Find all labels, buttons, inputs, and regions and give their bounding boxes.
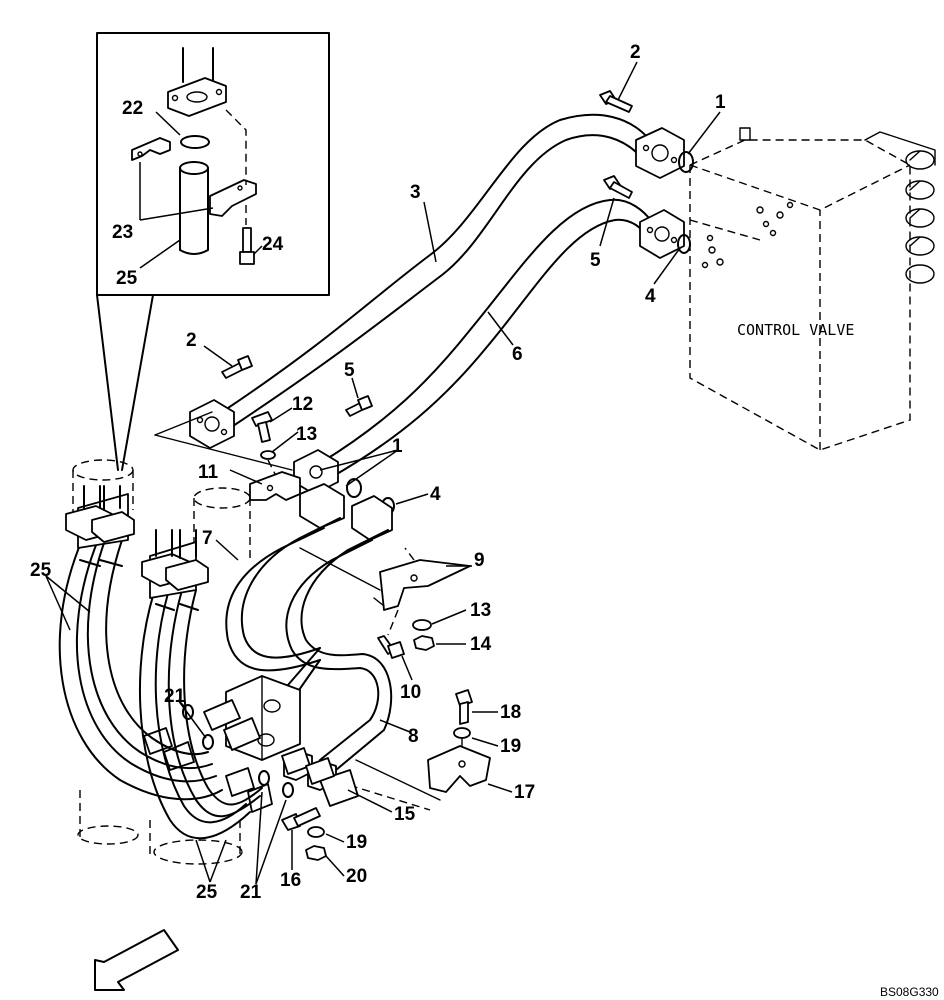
hoses-25 (58, 485, 263, 840)
callout-19: 19 (346, 832, 367, 853)
bolt-12 (251, 411, 276, 460)
callout-10: 10 (400, 682, 421, 703)
callout-1: 1 (715, 92, 726, 113)
flange-lower-pipe6 (293, 395, 373, 495)
callout-19: 19 (500, 736, 521, 757)
callout-5: 5 (344, 360, 355, 381)
callouts: 2 1 3 5 4 6 22 23 24 25 2 12 5 13 1 11 4… (30, 42, 726, 903)
callout-21: 21 (164, 686, 186, 707)
callout-20: 20 (346, 866, 367, 887)
hose-fittings (143, 699, 335, 813)
pump-outline (72, 459, 251, 865)
washer-19-lower (307, 826, 325, 838)
callout-2: 2 (630, 42, 641, 63)
bolt-10 (377, 635, 405, 659)
callout-12: 12 (292, 394, 313, 415)
callout-3: 3 (410, 182, 421, 203)
callout-5: 5 (590, 250, 601, 271)
callout-13: 13 (296, 424, 317, 445)
flange-upper-1 (599, 90, 694, 179)
bolt-18 (455, 689, 473, 725)
callout-24: 24 (262, 234, 284, 255)
callout-9: 9 (474, 550, 485, 571)
nut-14 (413, 635, 435, 651)
control-valve-label: CONTROL VALVE (737, 321, 854, 339)
detail-inset (96, 32, 330, 471)
o-ring-1-lower (346, 478, 362, 498)
washer-13 (412, 619, 432, 631)
callout-16: 16 (280, 870, 301, 891)
callout-11: 11 (198, 462, 219, 483)
callout-23: 23 (112, 222, 133, 243)
callout-17: 17 (514, 782, 535, 803)
callout-2: 2 (186, 330, 197, 351)
callout-21: 21 (240, 882, 262, 903)
flange-lower-pipe3 (189, 355, 253, 449)
pipe-7 (225, 537, 321, 701)
pipe-3 (221, 113, 649, 429)
flange-upper-2 (603, 175, 691, 259)
callout-1: 1 (392, 436, 403, 457)
callout-25: 25 (116, 268, 138, 289)
pipe-6 (321, 198, 653, 479)
drawing-code: BS08G330 (880, 985, 939, 999)
bracket-9 (373, 559, 471, 611)
callout-4: 4 (430, 484, 441, 505)
callout-15: 15 (394, 804, 416, 825)
callout-14: 14 (470, 634, 492, 655)
flange-fitting-a (281, 483, 345, 549)
direction-arrow-icon (94, 929, 179, 991)
control-valve: CONTROL VALVE (689, 127, 936, 451)
callout-25: 25 (196, 882, 218, 903)
callout-25: 25 (30, 560, 52, 581)
callout-8: 8 (408, 726, 419, 747)
callout-7: 7 (202, 528, 213, 549)
leader-lines (45, 61, 721, 885)
nut-20 (305, 845, 327, 861)
callout-13: 13 (470, 600, 491, 621)
callout-6: 6 (512, 344, 523, 365)
callout-4: 4 (645, 286, 656, 307)
washer-19-upper (453, 727, 471, 739)
pipe-8 (285, 549, 393, 776)
clamp-11 (249, 471, 301, 501)
clamp-17 (427, 745, 491, 793)
bolt-16 (281, 807, 321, 831)
callout-22: 22 (122, 98, 143, 119)
callout-18: 18 (500, 702, 521, 723)
